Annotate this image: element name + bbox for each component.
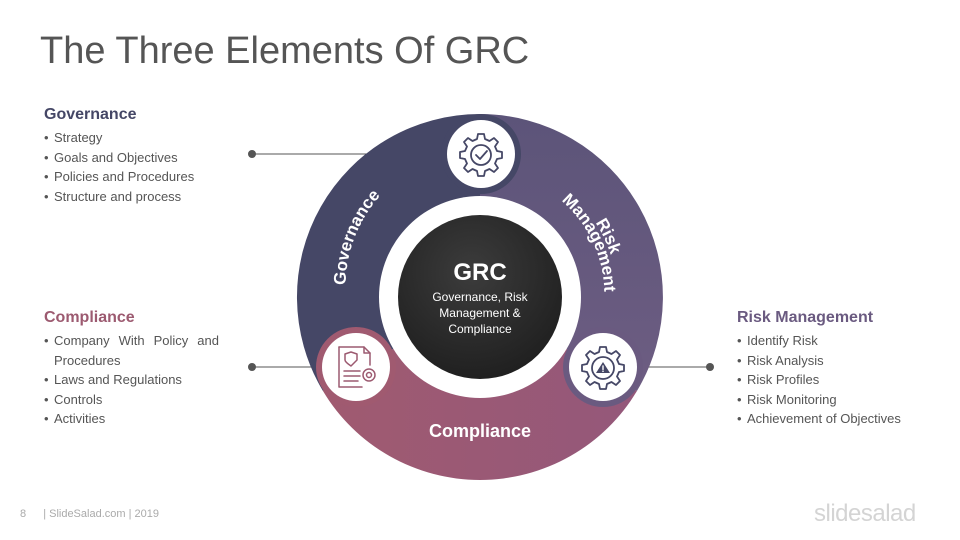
risk-management-ring-segment — [480, 114, 663, 391]
compliance-ring-segment — [322, 343, 637, 480]
compliance-connector-dot — [248, 363, 256, 371]
compliance-icon-badge — [316, 327, 396, 407]
list-item: Strategy — [44, 128, 244, 148]
governance-block: Governance Strategy Goals and Objectives… — [44, 106, 244, 206]
risk-connector-dot — [706, 363, 714, 371]
grc-center-subtitle-line-3: Compliance — [448, 322, 512, 336]
list-item: Structure and process — [44, 187, 244, 207]
page-number: 8 — [20, 508, 27, 520]
list-item: Identify Risk — [737, 331, 937, 351]
list-item: Policies and Procedures — [44, 167, 244, 187]
compliance-list: Company With Policy and Procedures Laws … — [44, 331, 219, 429]
grc-center-title: GRC — [453, 259, 506, 286]
risk-management-heading: Risk Management — [737, 309, 874, 326]
grc-center-subtitle-line-2: Management & — [439, 306, 520, 320]
slide-title: The Three Elements Of GRC — [40, 30, 530, 72]
list-item: Risk Analysis — [737, 351, 937, 371]
risk-management-block: Risk Management Identify Risk Risk Analy… — [737, 309, 937, 429]
governance-icon-badge — [441, 114, 521, 194]
grc-center-subtitle-line-1: Governance, Risk — [432, 290, 528, 304]
list-item: Company With Policy and Procedures — [44, 331, 219, 370]
compliance-block: Compliance Company With Policy and Proce… — [44, 309, 219, 429]
governance-connector-dot — [248, 150, 256, 158]
list-item: Risk Monitoring — [737, 390, 937, 410]
list-item: Risk Profiles — [737, 370, 937, 390]
governance-ring-segment — [296, 114, 480, 391]
footer: 8 | SlideSalad.com | 2019 — [20, 508, 159, 520]
list-item: Achievement of Objectives — [737, 409, 937, 429]
risk-management-list: Identify Risk Risk Analysis Risk Profile… — [737, 331, 937, 429]
list-item: Goals and Objectives — [44, 148, 244, 168]
governance-heading: Governance — [44, 106, 137, 123]
grc-center-circle — [398, 215, 562, 379]
list-item: Laws and Regulations — [44, 370, 219, 390]
compliance-heading: Compliance — [44, 309, 135, 326]
slidesalad-logo: slidesalad — [814, 500, 916, 527]
compliance-ring-label: Compliance — [429, 421, 531, 441]
list-item: Controls — [44, 390, 219, 410]
footer-text: | SlideSalad.com | 2019 — [43, 508, 159, 520]
list-item: Activities — [44, 409, 219, 429]
gear-warning-icon — [581, 346, 625, 390]
risk-icon-badge — [563, 327, 643, 407]
gear-check-icon — [459, 133, 503, 177]
governance-list: Strategy Goals and Objectives Policies a… — [44, 128, 244, 206]
document-gear-icon — [338, 346, 376, 388]
